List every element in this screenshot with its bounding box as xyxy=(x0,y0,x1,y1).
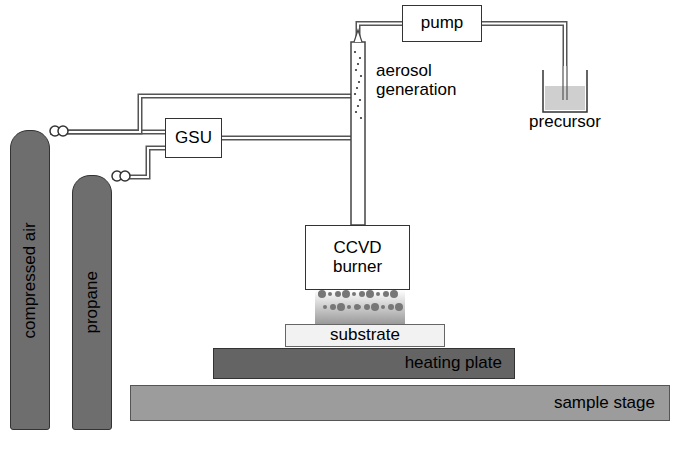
node-label: propane xyxy=(83,271,102,333)
suction-tube xyxy=(563,66,567,100)
node-label: pump xyxy=(421,14,464,33)
aerosol-droplet xyxy=(359,99,361,101)
aerosol-droplet xyxy=(354,51,356,53)
node-label: precursor xyxy=(529,113,601,132)
gas-pipe xyxy=(222,138,358,225)
aerosol-droplet xyxy=(357,105,359,107)
pipe-wall xyxy=(482,24,565,67)
gas-pipe xyxy=(482,24,565,67)
precursor-beaker: precursor xyxy=(520,66,610,132)
particle xyxy=(330,304,336,310)
pipe-bore xyxy=(482,24,565,67)
beaker-wall xyxy=(543,70,587,112)
node-label: GSU xyxy=(175,129,212,148)
particle xyxy=(390,290,398,298)
particle xyxy=(352,292,356,296)
nozzle xyxy=(354,30,362,42)
beaker xyxy=(543,66,587,112)
aerosol-droplet xyxy=(359,57,361,59)
valve xyxy=(120,171,130,181)
gas-cylinder: compressed air xyxy=(10,130,50,430)
particles xyxy=(318,290,403,311)
particle xyxy=(328,292,332,296)
aerosol-droplet xyxy=(358,81,360,83)
aerosol-droplet xyxy=(354,93,356,95)
particle xyxy=(318,290,326,298)
pipe-wall xyxy=(222,138,358,225)
burner-box: CCVD burner xyxy=(305,225,410,290)
pipe-bore xyxy=(222,138,358,225)
sample-stage: sample stage xyxy=(130,385,670,421)
aerosol-droplet xyxy=(355,69,357,71)
particle xyxy=(376,292,380,296)
substrate-plate: substrate xyxy=(285,324,445,347)
particle xyxy=(354,304,360,310)
particle xyxy=(342,290,350,298)
aerosol-tube xyxy=(351,42,365,225)
precursor-liquid xyxy=(545,86,585,110)
aerosol-droplet xyxy=(360,75,362,77)
valves xyxy=(50,126,130,181)
node-label: heating plate xyxy=(405,354,502,373)
aerosol-droplet xyxy=(357,63,359,65)
valve xyxy=(58,126,68,136)
particle xyxy=(364,304,370,310)
process-box: pump xyxy=(402,5,482,42)
aerosol-droplet xyxy=(356,87,358,89)
node-label: substrate xyxy=(330,326,400,345)
particle xyxy=(381,305,385,309)
part-label: aerosol generation xyxy=(376,62,471,99)
heating-plate: heating plate xyxy=(213,348,515,379)
particle xyxy=(383,291,389,297)
aerosol-droplet xyxy=(360,117,362,119)
node-label: sample stage xyxy=(554,394,655,413)
particle xyxy=(357,305,361,309)
particle xyxy=(335,291,341,297)
particle xyxy=(395,303,403,311)
particle xyxy=(323,305,327,309)
particle xyxy=(371,303,379,311)
flame-plume xyxy=(315,290,405,324)
particle xyxy=(337,303,345,311)
node-label: CCVD burner xyxy=(315,239,400,276)
particle xyxy=(347,305,351,309)
node-label: compressed air xyxy=(21,222,40,338)
aerosol-droplet xyxy=(355,111,357,113)
particle xyxy=(359,291,365,297)
particle xyxy=(366,290,374,298)
particle xyxy=(388,304,394,310)
process-box: GSU xyxy=(165,118,222,158)
gas-cylinder: propane xyxy=(72,175,112,430)
